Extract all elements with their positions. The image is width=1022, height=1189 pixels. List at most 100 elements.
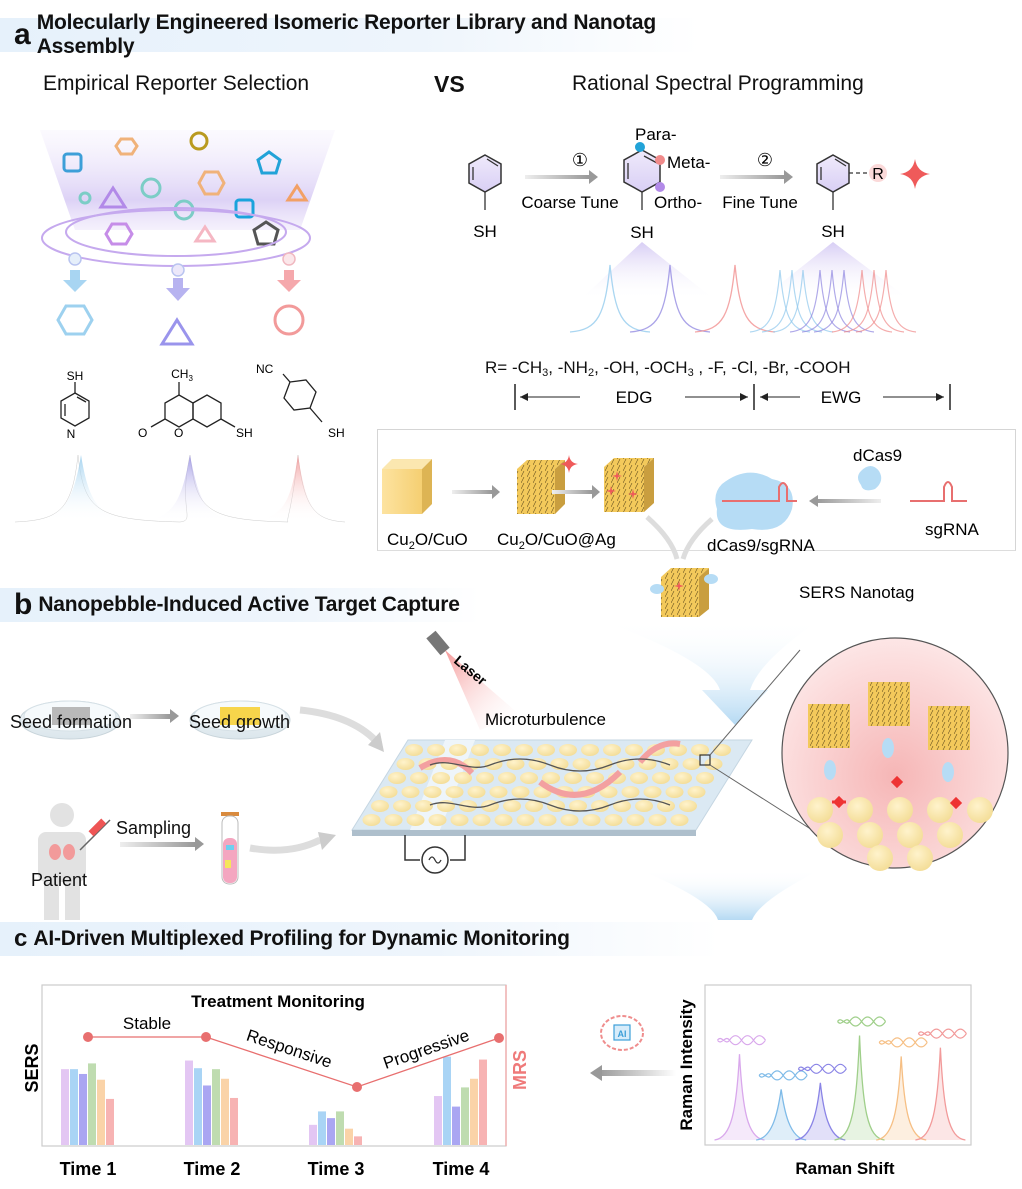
nanopebble xyxy=(559,744,577,756)
nanopebble xyxy=(897,822,923,848)
coarse-tune-label: Coarse Tune xyxy=(521,193,618,212)
x-tick-label: Time 2 xyxy=(184,1159,241,1179)
microfluidic-chip xyxy=(351,739,753,874)
molecule-coumarin xyxy=(150,382,236,428)
mrs-line xyxy=(88,1036,500,1088)
nanopebble xyxy=(432,772,450,784)
nanopebble xyxy=(481,800,499,812)
empirical-heading: Empirical Reporter Selection xyxy=(43,72,310,95)
edg-ewg-scale: EDG EWG xyxy=(514,384,951,410)
nanopebble xyxy=(687,786,706,798)
substituted-structure xyxy=(816,154,887,210)
selected-circle xyxy=(273,304,305,336)
dna-helix-icon xyxy=(878,1037,928,1048)
nanopebble xyxy=(506,758,525,770)
nanopebble xyxy=(384,814,403,826)
chart-frame xyxy=(704,984,972,1146)
nanopebble xyxy=(450,814,469,826)
molecule-mercaptopyridine xyxy=(60,382,90,427)
nanopebble xyxy=(511,786,530,798)
nanopebble xyxy=(423,786,442,798)
spectrum-peak xyxy=(772,269,834,333)
bar-reporter-6-time-4 xyxy=(479,1059,487,1145)
sh-label: SH xyxy=(821,222,845,241)
empirical-selection-diagram: SH N CH3 O O SH NC SH xyxy=(14,130,346,523)
nanopebble xyxy=(582,814,601,826)
nanopebble xyxy=(396,758,415,770)
nanopebble xyxy=(857,822,883,848)
selected-hexagon xyxy=(56,304,94,336)
fine-tune-spectrum xyxy=(749,269,917,333)
nanopebble xyxy=(670,814,689,826)
mol3-sh: SH xyxy=(328,426,345,440)
nanopebble xyxy=(371,800,389,812)
nanopebble xyxy=(428,814,447,826)
bar-reporter-4-time-2 xyxy=(212,1069,220,1145)
nanopebble xyxy=(415,800,433,812)
x-axis-label: Raman Shift xyxy=(795,1159,895,1178)
nanopebble xyxy=(674,772,692,784)
spectrum-peak xyxy=(831,269,893,333)
section-c-header: c AI-Driven Multiplexed Profiling for Dy… xyxy=(0,922,720,956)
nanopebble xyxy=(437,800,455,812)
mol1-n: N xyxy=(67,427,76,441)
x-tick-label: Time 1 xyxy=(60,1159,117,1179)
bar-reporter-4-time-3 xyxy=(336,1111,344,1145)
spectrum-peak xyxy=(694,264,776,333)
nanotag-assembly-diagram: Cu2O/CuO Cu2O/CuO@Ag dCas9 dCas9/sgRNA s… xyxy=(382,446,980,617)
nanopebble xyxy=(410,772,428,784)
raman-peak xyxy=(795,1082,846,1141)
nanopebble xyxy=(489,786,508,798)
dcas9-label: dCas9 xyxy=(853,446,902,465)
nanopebble xyxy=(467,786,486,798)
complex-label: dCas9/sgRNA xyxy=(707,536,815,555)
nanopebble xyxy=(476,772,494,784)
rational-programming-diagram: SH ① Coarse Tune Para- Meta- Ortho- SH ②… xyxy=(468,125,930,333)
spectrum-peak xyxy=(629,264,711,333)
section-a-header: a Molecularly Engineered Isomeric Report… xyxy=(0,11,700,58)
patient-figure xyxy=(38,803,86,920)
nanopebble xyxy=(406,814,425,826)
raman-peak xyxy=(834,1035,885,1141)
cu2o-cube xyxy=(382,459,432,514)
segment-label-progressive: Progressive xyxy=(381,1026,472,1073)
dna-helix-icon xyxy=(917,1028,967,1039)
bar-reporter-6-time-2 xyxy=(230,1097,238,1145)
fine-tune-label: Fine Tune xyxy=(722,193,798,212)
seed-formation-label: Seed formation xyxy=(10,712,133,732)
sparkle-icon xyxy=(560,455,578,473)
raman-peak xyxy=(714,1054,765,1141)
cube-label: Cu2O/CuO xyxy=(387,530,468,552)
petri-dish-seed-growth xyxy=(189,700,291,740)
spectrum-peak xyxy=(789,269,851,333)
coarse-tune-spectrum xyxy=(569,264,776,333)
ewg-label: EWG xyxy=(821,388,862,407)
nanopebble xyxy=(657,800,675,812)
nanopebble xyxy=(520,772,538,784)
selection-ring-inner xyxy=(65,207,287,257)
nanotag-assembly-panel xyxy=(377,429,1016,551)
para-dot xyxy=(635,142,645,152)
nanopebble xyxy=(427,744,445,756)
x-tick-label: Time 3 xyxy=(308,1159,365,1179)
nanopebble xyxy=(445,786,464,798)
nanopebble xyxy=(393,800,411,812)
nanopebble xyxy=(560,814,579,826)
chart-title: Treatment Monitoring xyxy=(191,992,365,1011)
syringe-icon xyxy=(79,818,111,851)
nanopebble xyxy=(449,744,467,756)
section-letter: a xyxy=(14,18,31,51)
nanopebble xyxy=(665,786,684,798)
section-b-header: b Nanopebble-Induced Active Target Captu… xyxy=(0,588,480,622)
meta-dot xyxy=(655,155,665,165)
bar-reporter-3-time-4 xyxy=(452,1106,460,1145)
x-tick-label: Time 4 xyxy=(433,1159,490,1179)
mol1-sh: SH xyxy=(67,369,84,383)
nanopebble xyxy=(494,814,513,826)
nanopebble xyxy=(594,758,613,770)
spectrum-peak xyxy=(801,269,863,333)
nanopebble xyxy=(498,772,516,784)
sers-nanotag xyxy=(650,568,718,617)
y-axis-label: SERS xyxy=(22,1043,42,1092)
spectrum-peak xyxy=(569,264,651,333)
